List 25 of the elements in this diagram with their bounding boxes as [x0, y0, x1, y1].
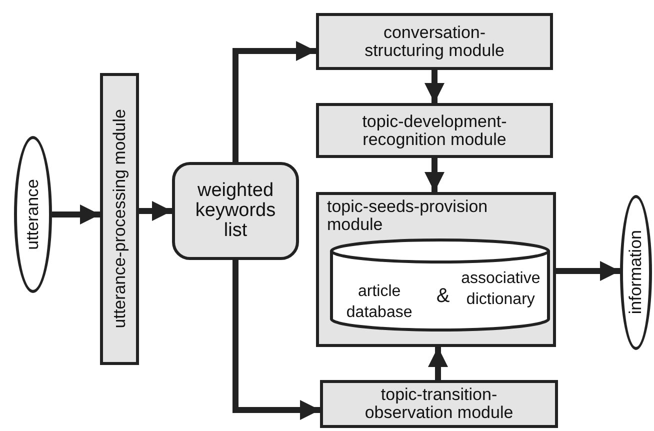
process-box: [316, 103, 553, 158]
module-box: [316, 192, 556, 347]
node-label: conversation-structuring module: [364, 24, 506, 60]
arrow: [232, 41, 316, 162]
node-label: associative dictionary: [460, 269, 542, 310]
node-label: topic-development-recognition module: [361, 112, 508, 148]
arrow: [52, 204, 100, 224]
node-label: article database: [345, 282, 414, 323]
node-label: information: [626, 230, 646, 315]
node-label: utterance: [23, 179, 43, 250]
arrow: [556, 261, 620, 281]
node-label: utterance-processing module: [110, 109, 130, 329]
node-label: &: [436, 284, 450, 309]
arrow: [428, 347, 448, 380]
arrow: [424, 158, 444, 192]
process-box: [320, 380, 558, 428]
module-heading: topic-seeds-provision module: [327, 198, 489, 234]
process-box: [100, 73, 139, 365]
process-box: [316, 13, 553, 70]
node-label: weighted keywords list: [194, 181, 277, 241]
arrow: [139, 201, 172, 221]
arrow: [424, 70, 444, 103]
rounded-box: [172, 162, 299, 260]
node-label: topic-transition-observation module: [364, 386, 514, 422]
arrow: [232, 260, 320, 420]
